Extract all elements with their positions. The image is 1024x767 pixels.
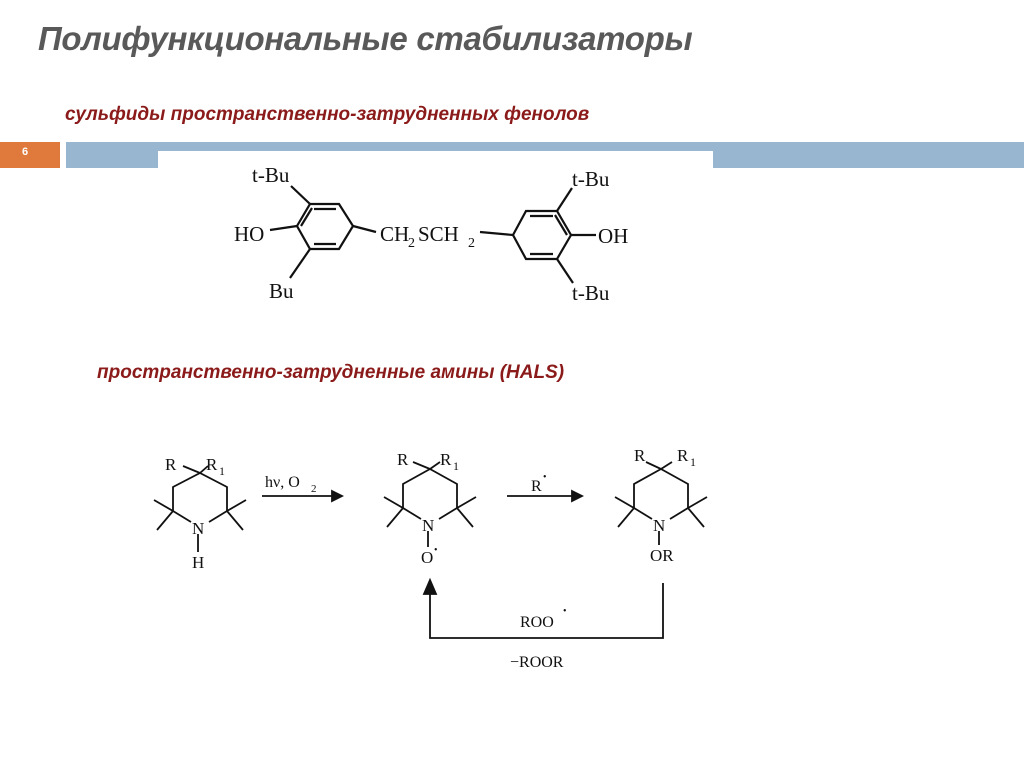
right-benzene-ring [511,209,573,261]
hals-scheme-lines [153,461,708,639]
r1-label-1: R [206,455,218,474]
r-label-3: R [634,446,646,465]
alkoxyamine-label: OR [650,546,674,565]
subscript-2-b: 2 [468,236,475,251]
radical-dot-1: • [434,545,438,556]
subscript-1-c: 1 [690,455,696,469]
r-label-1: R [165,455,177,474]
subscript-2-c: 2 [311,483,317,495]
thioether-label: SCH [418,222,459,246]
piperidine-ring-1 [172,471,228,511]
light-oxygen-label: hν, O [265,474,300,491]
piperidine-ring-3 [633,467,689,508]
hydroxyl-right-label: OH [598,224,628,248]
r1-label-2: R [440,450,452,469]
r1-label-3: R [677,446,689,465]
subscript-1-a: 1 [219,464,225,478]
slide-number: 6 [22,146,29,158]
nitroxyl-oxygen-label: O [421,548,433,567]
alkyl-radical-label: R [531,478,542,495]
regeneration-cycle-line [429,583,664,639]
page-title: Полифункциональные стабилизаторы [38,20,693,57]
hydrogen-label: H [192,553,204,572]
phenol-sulfide-labels: t-Bu HO Bu CH 2 SCH 2 t-Bu OH t-Bu [234,163,628,305]
section-heading-phenol-sulfides: сульфиды пространственно-затрудненных фе… [65,104,590,125]
tbu-bottom-right-label: t-Bu [572,281,610,305]
tbu-top-left-label: t-Bu [252,163,290,187]
methylene-label: CH [380,222,409,246]
radical-dot-3: • [563,606,567,617]
nitrogen-label-1: N [192,519,204,538]
r-label-2: R [397,450,409,469]
figure-background [158,151,713,169]
section-heading-hals: пространственно-затрудненные амины (HALS… [97,362,565,383]
radical-dot-2: • [543,472,547,483]
hydroxyl-left-label: HO [234,222,264,246]
subscript-1-b: 1 [453,459,459,473]
subscript-2-a: 2 [408,236,415,251]
peroxide-elimination-label: −ROOR [510,654,564,671]
nitrogen-label-2: N [422,516,434,535]
nitrogen-label-3: N [653,516,665,535]
bu-bottom-left-label: Bu [269,279,294,303]
phenol-sulfide-structure [269,185,596,284]
slide-number-bar [0,142,60,168]
tbu-top-right-label: t-Bu [572,167,610,191]
left-benzene-ring [295,202,355,251]
peroxy-radical-label: ROO [520,614,554,631]
hals-scheme-labels: R R 1 N H hν, O 2 R R 1 N O • R • R R 1 … [165,446,696,671]
piperidine-ring-2 [402,467,458,508]
